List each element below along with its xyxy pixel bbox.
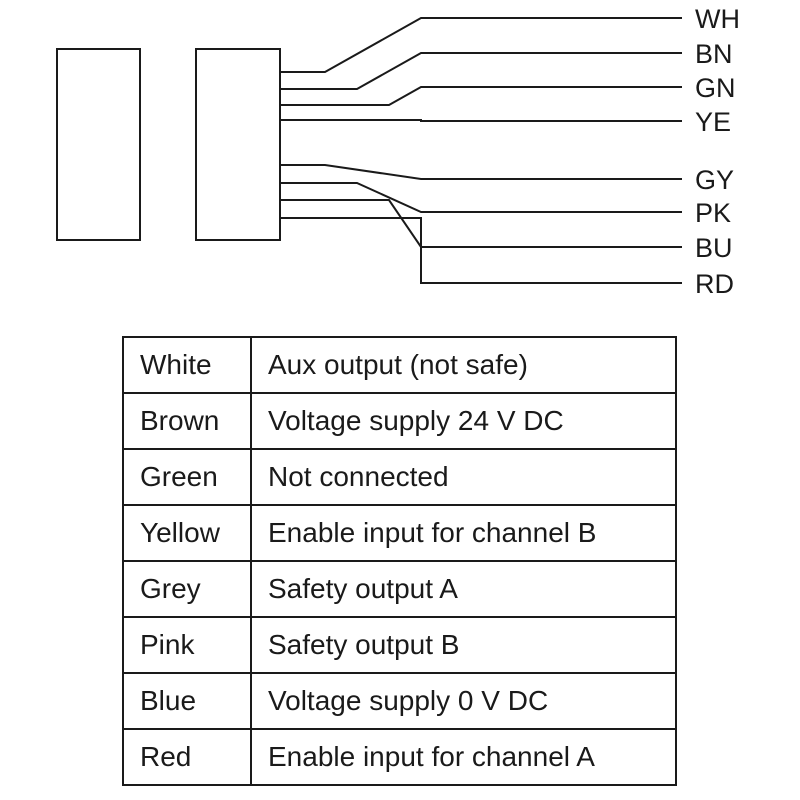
wire-function-cell: Voltage supply 0 V DC [250,672,677,730]
wire-rd [280,217,682,284]
wire-function-cell: Safety output A [250,560,677,618]
wire-bn [280,52,682,90]
wire-function-cell: Voltage supply 24 V DC [250,392,677,450]
wire-function-cell: Safety output B [250,616,677,674]
wire-color-cell: White [122,336,252,394]
wire-bu [280,199,682,248]
wire-color-cell: Red [122,728,252,786]
wire-color-cell: Pink [122,616,252,674]
wires [280,17,682,284]
wire-color-cell: Blue [122,672,252,730]
wire-color-cell: Grey [122,560,252,618]
wire-color-cell: Brown [122,392,252,450]
wire-color-cell: Yellow [122,504,252,562]
wire-function-cell: Aux output (not safe) [250,336,677,394]
wire-gy [280,164,682,180]
wire-gn [280,86,682,106]
wire-label-gn: GN [695,73,736,103]
wire-label-gy: GY [695,165,734,195]
wire-function-cell: Enable input for channel A [250,728,677,786]
wire-ye [280,119,682,122]
wire-label-bn: BN [695,39,733,69]
wire-wh [280,17,682,73]
wire-function-cell: Not connected [250,448,677,506]
wire-function-cell: Enable input for channel B [250,504,677,562]
wire-label-pk: PK [695,198,731,228]
wire-color-cell: Green [122,448,252,506]
wire-label-ye: YE [695,107,731,137]
wire-label-wh: WH [695,4,740,34]
wire-label-bu: BU [695,233,733,263]
right-housing-block [195,48,281,241]
wire-label-rd: RD [695,269,734,299]
left-housing-block [56,48,141,241]
wire-pk [280,182,682,213]
